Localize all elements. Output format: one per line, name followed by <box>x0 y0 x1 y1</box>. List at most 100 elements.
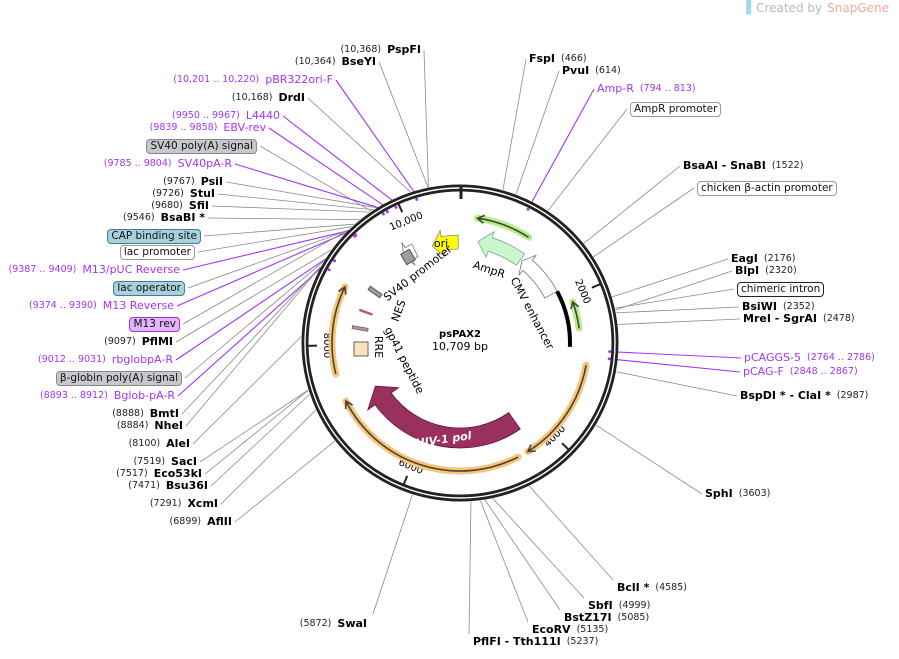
leader-line <box>175 256 330 361</box>
enzyme-name: SacI <box>171 455 197 468</box>
feature-label[interactable]: lac promoter <box>119 244 195 260</box>
primer-label[interactable]: (9374 .. 9390)M13 Reverse <box>29 299 174 313</box>
location-text: (9680) <box>151 200 183 211</box>
location-text: (9097) <box>104 336 136 347</box>
location-text: (7291) <box>149 498 182 509</box>
enzyme-label[interactable]: BlpI(2320) <box>735 264 797 278</box>
primer-label[interactable]: Amp-R(794 .. 813) <box>597 82 696 96</box>
enzyme-label[interactable]: (9680) SfiI <box>151 199 209 213</box>
enzyme-name: BseYI <box>341 55 376 68</box>
primer-label[interactable]: (8893 .. 8912)Bglob-pA-R <box>40 389 175 403</box>
feature-label[interactable]: β-globin poly(A) signal <box>55 370 182 386</box>
enzyme-label[interactable]: BsiWI(2352) <box>742 300 815 314</box>
feature-label[interactable]: chicken β-actin promoter <box>697 180 837 196</box>
location-text: (2478) <box>822 313 855 324</box>
enzyme-label[interactable]: SbfI(4999) <box>588 599 650 613</box>
primer-label[interactable]: (9839 .. 9858)EBV-rev <box>150 121 266 135</box>
ampr-label: AmpR <box>471 258 507 281</box>
location-text: (5872) <box>299 618 332 629</box>
primer-label[interactable]: (9387 .. 9409)M13/pUC Reverse <box>9 263 180 277</box>
gp41-mark <box>351 325 369 332</box>
enzyme-label[interactable]: PflFI - Tth111I(5237) <box>473 635 598 649</box>
enzyme-label[interactable]: (9767)PsiI <box>163 175 223 189</box>
enzyme-label[interactable]: MreI - SgrAI (2478) <box>743 312 855 326</box>
enzyme-name: MreI - SgrAI <box>743 312 817 325</box>
enzyme-label[interactable]: (7471)Bsu36I <box>128 479 208 493</box>
enzyme-name: StuI <box>189 187 215 200</box>
primer-site-marker <box>608 350 612 354</box>
primer-label[interactable]: pCAG-F(2848 .. 2867) <box>743 365 858 379</box>
primer-label[interactable]: (9785 .. 9804)SV40pA-R <box>104 157 232 171</box>
leader-line <box>210 394 310 487</box>
enzyme-name: BsiWI <box>742 300 777 313</box>
plasmid-length: 10,709 bp <box>432 340 488 353</box>
green-arc-top-glow <box>474 214 533 241</box>
feature-label[interactable]: SV40 poly(A) signal <box>146 138 257 154</box>
enzyme-label[interactable]: (9546)BsaBI * <box>123 211 205 225</box>
primer-label[interactable]: (9012 .. 9031)rbglobpA-R <box>38 353 173 367</box>
enzyme-label[interactable]: SphI(3603) <box>705 487 770 501</box>
nes-mark <box>358 308 373 316</box>
enzyme-label[interactable]: (8888)BmtI <box>112 407 179 421</box>
enzyme-label[interactable]: BclI *(4585) <box>617 581 687 595</box>
enzyme-name: NheI <box>154 419 183 432</box>
primer-site-marker <box>381 212 385 216</box>
leader-line <box>185 266 321 427</box>
location-text: (10,201 .. 10,220) <box>173 74 260 85</box>
leader-line <box>484 499 561 611</box>
enzyme-label[interactable]: (8100)AleI <box>129 437 190 451</box>
primer-name: SV40pA-R <box>177 157 232 170</box>
leader-line <box>259 145 372 212</box>
enzyme-label[interactable]: (7517)Eco53kI <box>116 467 202 481</box>
feature-label[interactable]: AmpR promoter <box>630 101 722 117</box>
leader-line <box>211 205 370 213</box>
location-text: (466) <box>561 53 587 64</box>
enzyme-label[interactable]: (10,168)DrdI <box>232 91 305 105</box>
primer-name: Amp-R <box>597 82 634 95</box>
enzyme-name: PspFI <box>387 43 421 56</box>
enzyme-label[interactable]: (10,368)PspFI <box>340 43 421 57</box>
primer-label[interactable]: (9950 .. 9967)L4440 <box>172 109 280 123</box>
leader-line <box>234 163 380 209</box>
enzyme-label[interactable]: BsaAI - SnaBI(1522) <box>683 159 803 173</box>
leader-line <box>335 79 416 193</box>
location-text: (9374 .. 9390) <box>28 300 97 311</box>
ori-arrow <box>431 229 459 258</box>
feature-name: β-globin poly(A) signal <box>55 370 182 386</box>
primer-site-marker <box>385 210 389 214</box>
primer-label[interactable]: pCAGGS-5(2764 .. 2786) <box>744 351 875 365</box>
orange-arc-right-head-icon <box>526 444 536 453</box>
enzyme-label[interactable]: (7519)SacI <box>133 455 197 469</box>
feature-shapes <box>328 214 590 475</box>
leader-line <box>515 70 560 195</box>
enzyme-label[interactable]: (10,364)BseYI <box>295 55 376 69</box>
location-text: (10,168) <box>231 92 273 103</box>
enzyme-name: SfiI <box>188 199 209 212</box>
enzyme-name: BclI * <box>617 581 650 594</box>
enzyme-label[interactable]: PvuI(614) <box>562 64 621 78</box>
primer-name: L4440 <box>245 109 280 122</box>
enzyme-label[interactable]: EcoRV(5135) <box>532 623 608 637</box>
leader-line <box>192 336 302 445</box>
leader-line <box>182 229 349 325</box>
primer-name: rbglobpA-R <box>111 353 173 366</box>
feature-label[interactable]: chimeric intron <box>737 281 825 297</box>
feature-label[interactable]: CAP binding site <box>107 228 201 244</box>
enzyme-label[interactable]: BstZ17I(5085) <box>564 611 649 625</box>
enzyme-label[interactable]: (9097)PflMI <box>104 335 173 349</box>
feature-label[interactable]: M13 rev <box>129 316 180 332</box>
enzyme-label[interactable]: (6899)AflII <box>170 515 232 529</box>
primer-label[interactable]: (10,201 .. 10,220)pBR322ori-F <box>173 73 333 87</box>
enzyme-label[interactable]: (7291)XcmI <box>150 497 218 511</box>
enzyme-label[interactable]: BspDI * - ClaI *(2987) <box>740 389 868 403</box>
leader-line <box>181 266 321 415</box>
enzyme-label[interactable]: FspI(466) <box>529 52 587 66</box>
enzyme-name: BstZ17I <box>564 611 612 624</box>
leader-line <box>220 409 317 505</box>
enzyme-label[interactable]: (8884)NheI <box>117 419 183 433</box>
feature-label[interactable]: lac operator <box>113 280 185 296</box>
enzyme-label[interactable]: EagI(2176) <box>731 252 796 266</box>
leader-line <box>492 498 585 599</box>
enzyme-label[interactable]: (5872)SwaI <box>300 617 367 631</box>
enzyme-label[interactable]: (9726)StuI <box>152 187 215 201</box>
